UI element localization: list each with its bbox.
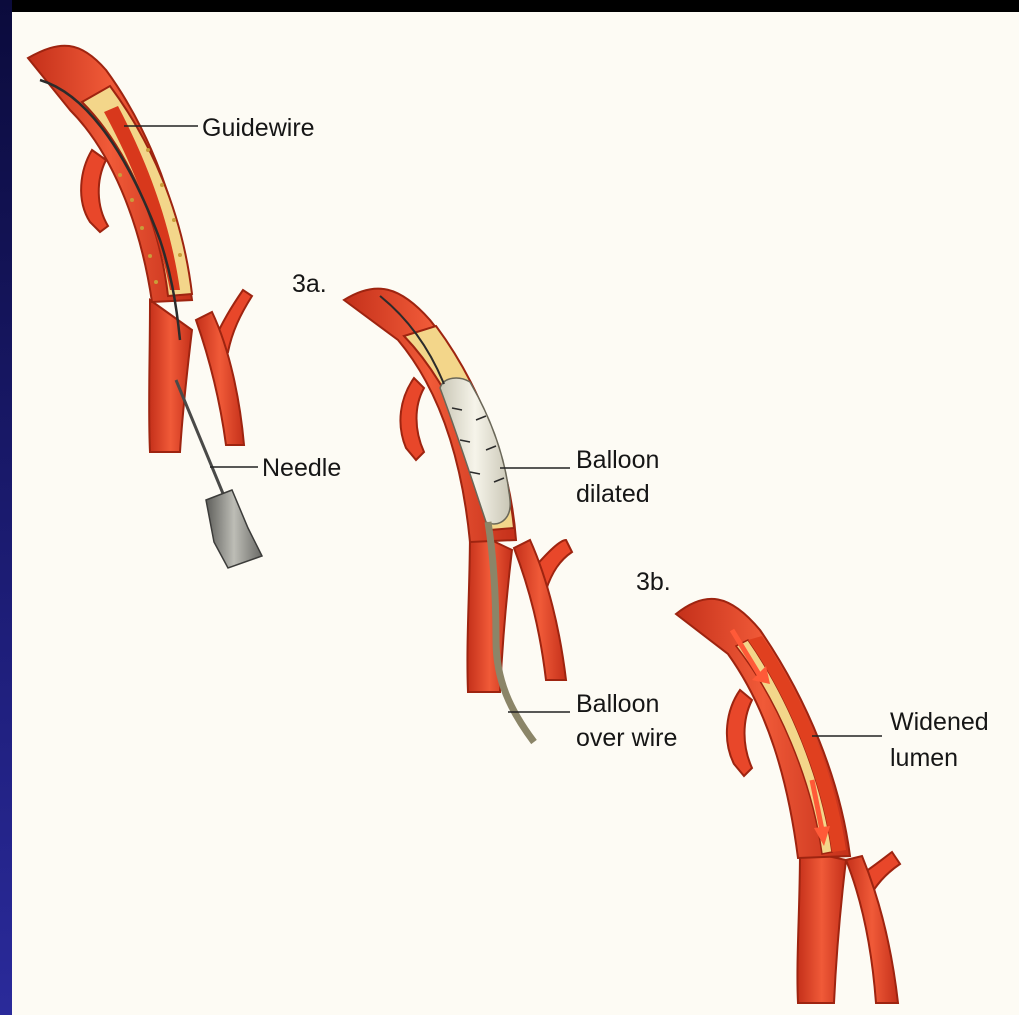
needle-label: Needle <box>262 454 341 482</box>
step1-lower-trunk <box>149 300 192 452</box>
balloon-dilated-label-line1: Balloon <box>576 446 659 474</box>
step1-lower-branch <box>196 312 244 445</box>
step3b-lower-trunk <box>797 850 846 1003</box>
needle-hub <box>206 490 262 568</box>
step-3b-label: 3b. <box>636 568 671 596</box>
step3b-artery-group <box>676 599 900 1003</box>
step3a-artery-group <box>344 289 572 742</box>
balloon-over-wire-label-line1: Balloon <box>576 690 659 718</box>
widened-lumen-label-line2: lumen <box>890 744 958 772</box>
step-3a-label: 3a. <box>292 270 327 298</box>
balloon-dilated-label-line2: dilated <box>576 480 650 508</box>
balloon-over-wire-label-line2: over wire <box>576 724 677 752</box>
step3b-side-branch-left <box>727 690 752 776</box>
step3a-side-branch-left <box>400 378 424 460</box>
guidewire-label: Guidewire <box>202 114 315 142</box>
widened-lumen-label-line1: Widened <box>890 708 989 736</box>
step1-side-branch-left <box>81 150 108 232</box>
